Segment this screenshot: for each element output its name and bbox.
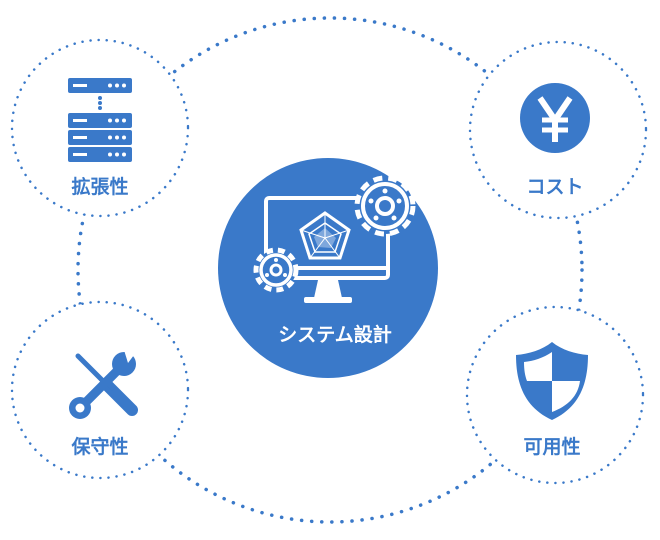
wrench-screwdriver-icon	[69, 350, 138, 419]
server-rack-icon	[68, 78, 132, 162]
yen-icon	[520, 83, 590, 153]
monitor-gears-radar-icon	[253, 175, 416, 303]
node-label-scalability: 拡張性	[71, 176, 129, 198]
node-label-cost: コスト	[526, 176, 584, 198]
center-label: システム設計	[278, 324, 392, 346]
outer-dotted-ring	[76, 16, 584, 524]
shield-icon	[516, 342, 588, 420]
node-label-availability: 可用性	[523, 436, 581, 458]
node-label-maintainability: 保守性	[71, 436, 129, 458]
